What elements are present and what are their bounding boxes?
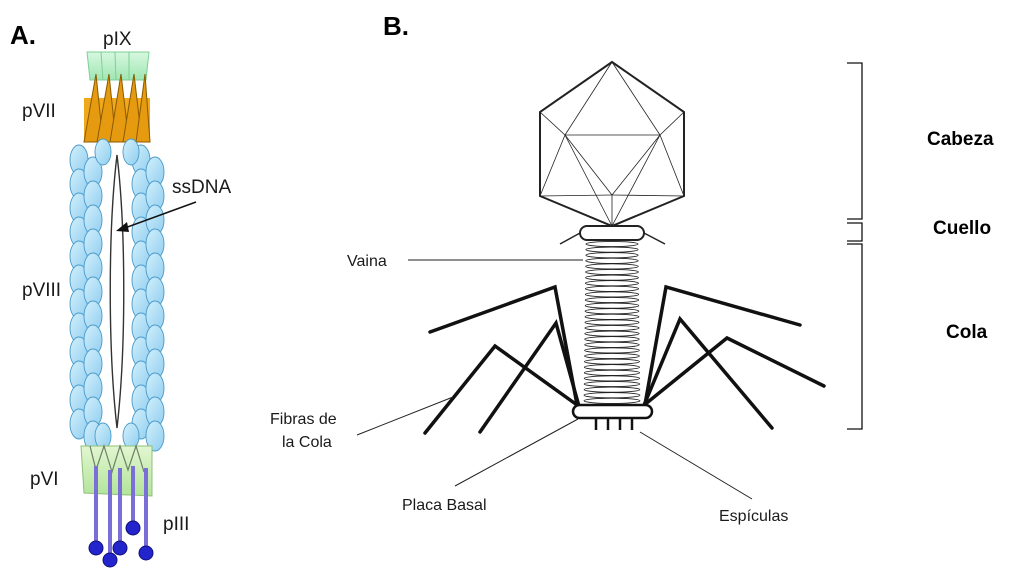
sheath-ring (586, 275, 639, 280)
sheath-ring (585, 320, 639, 325)
base-plate (573, 405, 652, 418)
piii-head (89, 541, 103, 555)
sheath-ring (586, 247, 638, 252)
sheath-ring (585, 359, 640, 364)
sheath-ring (586, 264, 639, 269)
label-fibras-line1: Fibras de (270, 411, 337, 428)
sheath-ring (584, 387, 640, 392)
pviii-subunit (123, 139, 139, 165)
phage-head (540, 62, 684, 226)
label-pix: pIX (103, 29, 132, 50)
sheath-ring (586, 241, 638, 246)
sheath-ring (586, 281, 639, 286)
sheath-ring (584, 398, 640, 403)
sheath-ring (585, 303, 639, 308)
label-placa-basal: Placa Basal (402, 497, 487, 514)
sheath-ring (585, 353, 640, 358)
region-brackets (847, 63, 862, 429)
panel-a-label: A. (10, 20, 36, 50)
label-pvi: pVI (30, 469, 59, 490)
label-cuello: Cuello (933, 218, 991, 239)
sheath-ring (585, 309, 639, 314)
ssdna-strand (110, 155, 124, 428)
bracket-cabeza (847, 63, 862, 219)
leader-espiculas (640, 432, 752, 499)
sheath-ring (584, 365, 639, 370)
pvii-band (84, 74, 150, 142)
piii-head (139, 546, 153, 560)
leader-placa-basal (455, 419, 578, 486)
pviii-subunit (95, 423, 111, 449)
pvi-base (81, 446, 152, 496)
piii-head (103, 553, 117, 567)
label-piii: pIII (163, 514, 189, 535)
label-fibras-line2: la Cola (282, 434, 332, 451)
sheath-ring (585, 325, 639, 330)
sheath-ring (585, 292, 638, 297)
label-pviii: pVIII (22, 280, 61, 301)
pviii-subunit (123, 423, 139, 449)
sheath-ring (585, 342, 640, 347)
bracket-cuello (847, 223, 862, 241)
label-ssdna: ssDNA (172, 177, 231, 198)
sheath-ring (585, 331, 639, 336)
sheath-ring (585, 314, 639, 319)
piii-head (113, 541, 127, 555)
sheath-ring (586, 269, 639, 274)
sheath-ring (584, 393, 640, 398)
piii-head (126, 521, 140, 535)
spikes (596, 418, 632, 430)
label-pvii: pVII (22, 101, 56, 122)
panel-b-label: B. (383, 11, 409, 41)
label-cola: Cola (946, 322, 988, 343)
sheath-ring (584, 370, 639, 375)
sheath-ring (585, 286, 638, 291)
sheath-ring (585, 297, 638, 302)
sheath-ring (585, 337, 639, 342)
label-cabeza: Cabeza (927, 129, 994, 150)
panel-b: B. (270, 11, 994, 525)
sheath-ring (585, 348, 640, 353)
panel-a: A. pIX pV (10, 20, 231, 567)
phage-sheath (584, 241, 640, 403)
bracket-cola (847, 244, 862, 429)
label-espiculas: Espículas (719, 508, 788, 525)
sheath-ring (586, 258, 638, 263)
sheath-ring (586, 253, 638, 258)
pviii-subunit (95, 139, 111, 165)
sheath-ring (584, 381, 640, 386)
label-vaina: Vaina (347, 253, 387, 270)
sheath-ring (584, 376, 639, 381)
pviii-coat (70, 139, 164, 451)
